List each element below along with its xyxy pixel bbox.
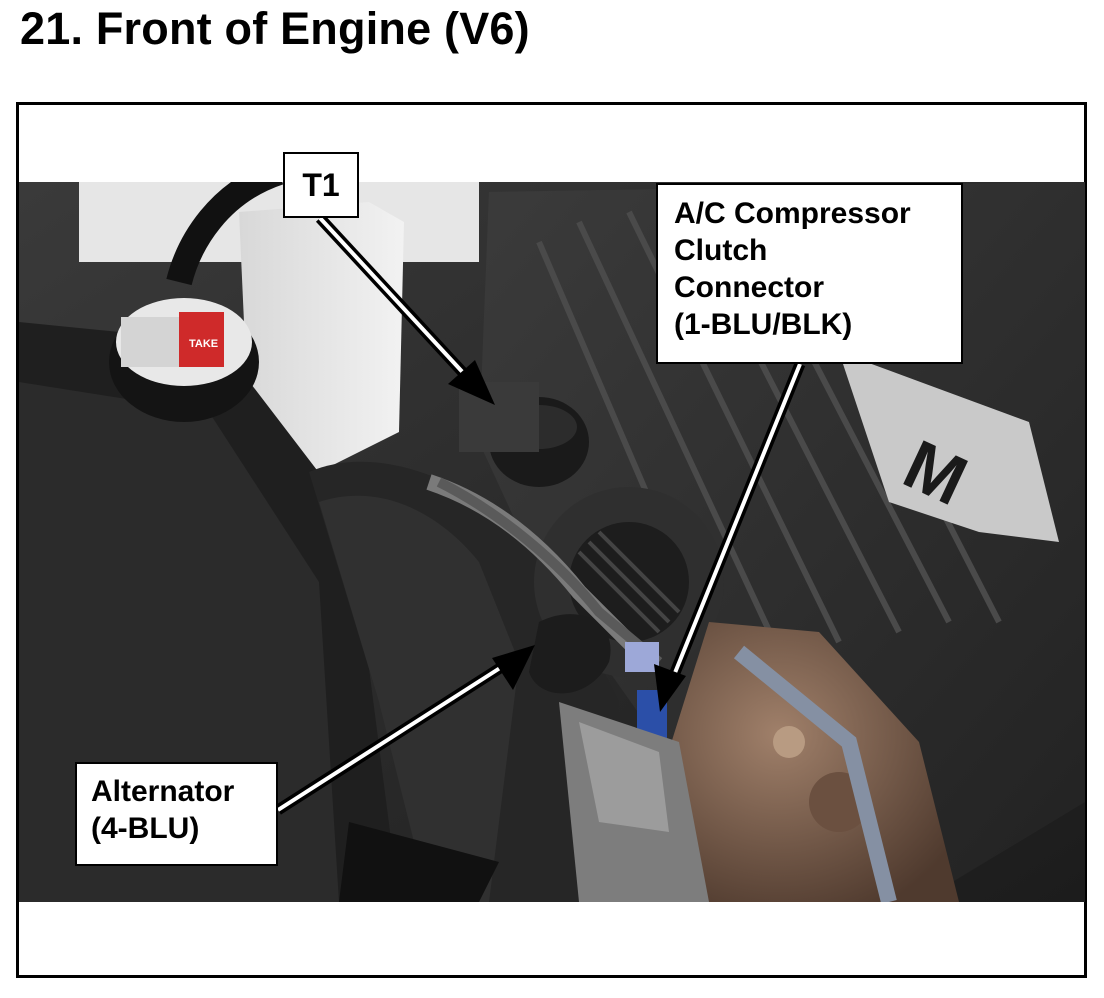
- alternator-label-line-1: Alternator: [91, 775, 235, 808]
- hose: [166, 182, 284, 286]
- ac-label-line-1: A/C Compressor: [674, 197, 911, 230]
- alternator-connector: [529, 614, 611, 694]
- ac-label-line-2: Clutch: [674, 234, 768, 267]
- t1-callout: T1: [283, 152, 359, 218]
- radiator-cap-label: TAKE: [189, 338, 218, 350]
- ac-label-line-4: (1-BLU/BLK): [674, 308, 853, 341]
- ac-compressor-callout: A/C Compressor Clutch Connector (1-BLU/B…: [656, 183, 963, 364]
- engine-cover-emblem: [839, 352, 1059, 542]
- ac-label-line-3: Connector: [674, 271, 824, 304]
- alternator-label-line-2: (4-BLU): [91, 812, 200, 845]
- page-title: 21. Front of Engine (V6): [20, 3, 530, 54]
- alternator-callout: Alternator (4-BLU): [75, 762, 278, 866]
- t1-label: T1: [302, 167, 340, 203]
